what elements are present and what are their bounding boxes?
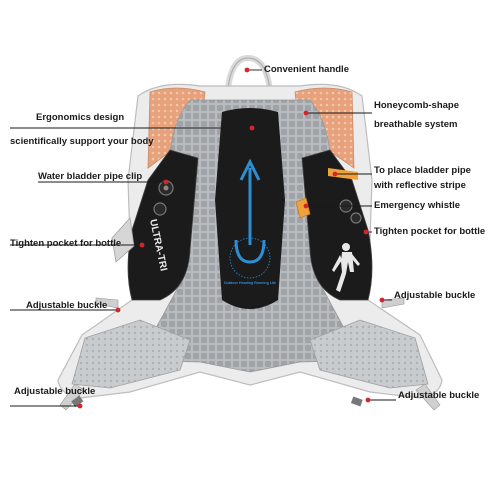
- label-adjustable-buckle-bottom-right: Adjustable buckle: [398, 390, 480, 401]
- right-shoulder-strap: [301, 149, 373, 301]
- logo-ring-text: Outdoor Heading Running Life: [224, 281, 276, 285]
- label-to-place-bladder-pipe: To place bladder pipe: [374, 165, 471, 176]
- label-ergonomics-design: Ergonomics design: [36, 112, 125, 123]
- label-tighten-pocket-right: Tighten pocket for bottle: [374, 226, 486, 237]
- label-convenient-handle: Convenient handle: [264, 64, 349, 75]
- label-adjustable-buckle-mid-right: Adjustable buckle: [394, 290, 476, 301]
- left-hip-belt: [71, 319, 191, 389]
- label-adjustable-buckle-bottom-left: Adjustable buckle: [14, 386, 96, 397]
- label-scientifically-support: scientifically support your body: [10, 136, 154, 147]
- right-buckle-icon: [350, 396, 363, 407]
- whistle-icon: [295, 197, 311, 219]
- label-adjustable-buckle-mid-left: Adjustable buckle: [26, 300, 108, 311]
- label-water-bladder-pipe-clip: Water bladder pipe clip: [38, 171, 143, 182]
- hiker-silhouette-icon: [332, 243, 360, 292]
- callout-dots: [77, 67, 385, 409]
- callout-lines: [10, 69, 396, 407]
- label-emergency-whistle: Emergency whistle: [374, 200, 461, 211]
- left-buckle-icon: [71, 395, 84, 408]
- label-with-reflective-stripe: with reflective stripe: [374, 180, 466, 191]
- brand-logo: [229, 158, 271, 279]
- label-breathable-system: breathable system: [374, 119, 458, 130]
- right-hip-belt: [309, 319, 429, 389]
- label-honeycomb-shape: Honeycomb-shape: [374, 100, 459, 111]
- label-tighten-pocket-left: Tighten pocket for bottle: [10, 238, 122, 249]
